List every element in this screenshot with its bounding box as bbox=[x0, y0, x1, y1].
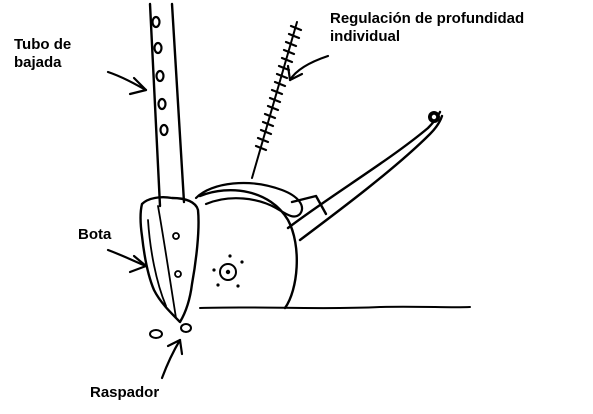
wheel-bracket bbox=[196, 183, 302, 216]
lever-arm bbox=[288, 111, 442, 240]
depth-wheel bbox=[200, 190, 297, 308]
arrow-tubo bbox=[108, 72, 146, 94]
label-tubo-de-bajada: Tubo de bajada bbox=[14, 36, 71, 72]
depth-regulation-spring bbox=[252, 22, 301, 178]
label-bota: Bota bbox=[78, 226, 111, 244]
scraper-seeds bbox=[150, 324, 191, 338]
label-tubo-line1: Tubo de bbox=[14, 36, 71, 54]
ground-line bbox=[200, 307, 470, 308]
label-regulacion-line1: Regulación de profundidad bbox=[330, 10, 524, 28]
label-regulacion-line2: individual bbox=[330, 28, 524, 46]
label-regulacion-profundidad: Regulación de profundidad individual bbox=[330, 10, 524, 46]
arrow-regulacion bbox=[288, 56, 328, 80]
seed-drop-tube bbox=[150, 4, 184, 206]
label-raspador: Raspador bbox=[90, 384, 159, 402]
boot bbox=[141, 197, 199, 322]
arrow-bota bbox=[108, 250, 146, 272]
arrow-raspador bbox=[162, 340, 182, 378]
label-tubo-line2: bajada bbox=[14, 54, 71, 72]
